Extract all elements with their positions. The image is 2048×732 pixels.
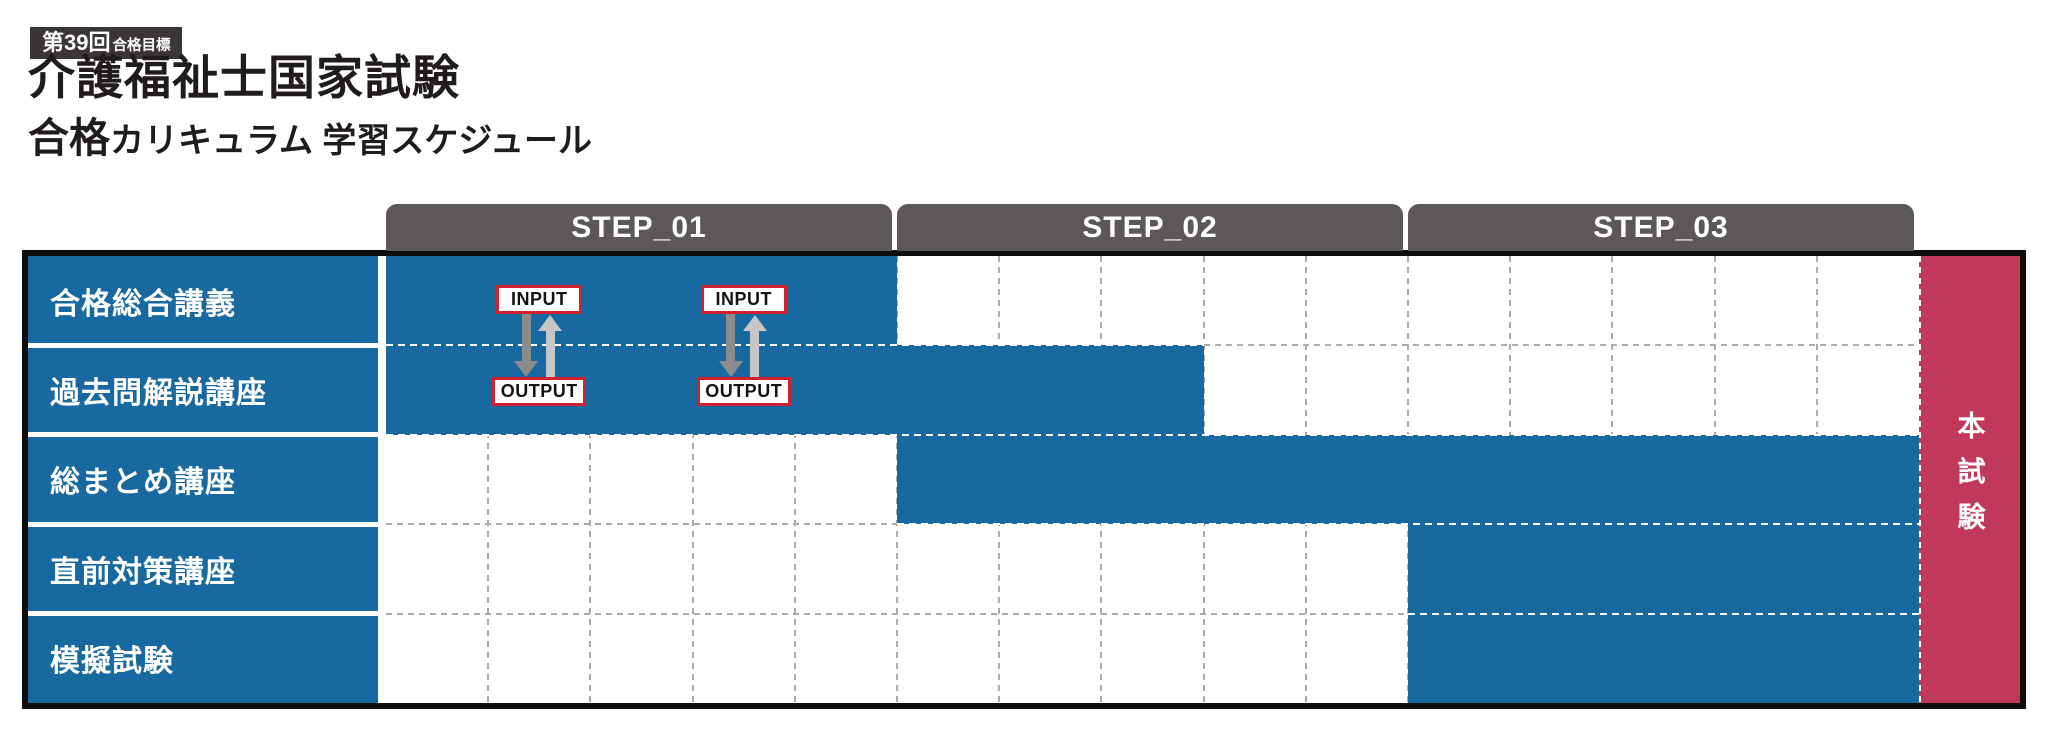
output-box-label: OUTPUT [500,381,578,401]
grid-line-v [691,256,694,703]
row-boundary-dash-gray [386,523,897,526]
grid-line-v [487,256,490,703]
row-boundary-dash-white [1408,612,1919,615]
arrow-down-icon [718,361,743,377]
input-box-label: INPUT [511,289,568,309]
row-label-text: 合格総合講義 [50,287,236,321]
step-header: STEP_01 [386,204,892,251]
exam-round-badge: 第39回 合格目標 [30,27,183,59]
grid-line-v [589,256,592,703]
row-label-separator [28,342,386,348]
input-box: INPUT [496,285,583,314]
subtitle-rest: カリキュラム 学習スケジュール [110,122,593,160]
row-label: 合格総合講義 [28,256,378,345]
gantt-bar [897,434,1919,525]
arrow-down-icon [514,361,539,377]
arrow-up-icon [742,315,767,331]
row-boundary-dash-white [386,433,1919,436]
input-box-label: INPUT [715,289,772,309]
row-label-column [28,256,378,703]
badge-goal-text: 合格目標 [112,38,171,54]
output-box: OUTPUT [492,377,587,406]
row-label-text: 総まとめ講座 [50,466,236,500]
row-label-text: 直前対策講座 [50,555,236,589]
row-label: 過去問解説講座 [28,345,378,434]
arrow-up-icon [750,331,760,377]
exam-column-label: 本試験 [1954,411,1986,548]
page-title: 介護福祉士国家試験 [28,51,460,104]
input-box: INPUT [700,285,787,314]
output-box-label: OUTPUT [705,381,783,401]
grid-line-v [793,256,796,703]
step-header-label: STEP_03 [1593,210,1729,244]
badge-round-text: 第39回 [42,30,111,55]
row-label-separator [28,611,386,617]
gantt-bar [1408,613,1919,703]
row-label-separator [28,432,386,438]
page-subtitle: 合格カリキュラム 学習スケジュール [28,110,592,167]
row-label: 模擬試験 [28,614,378,703]
row-label-text: 模擬試験 [50,645,174,679]
schedule-table: 合格総合講義過去問解説講座総まとめ講座直前対策講座模擬試験 本試験 INPUT OUT… [28,256,2020,703]
row-label-text: 過去問解説講座 [50,377,267,411]
step-header-label: STEP_01 [571,210,707,244]
step-header-label: STEP_02 [1082,210,1218,244]
subtitle-emphasis: 合格 [28,115,110,161]
gantt-bar [1408,524,1919,614]
row-boundary-dash-gray [1203,344,1919,347]
exam-column-dashed-edge [1919,256,1921,703]
row-label: 総まとめ講座 [28,435,378,524]
row-boundary-dash-gray [386,612,1408,615]
arrow-up-icon [538,315,563,331]
arrow-down-icon [726,314,736,361]
row-label-separator [28,521,386,527]
row-label: 直前対策講座 [28,524,378,613]
label-grid-separator [378,256,386,703]
exam-column: 本試験 [1919,256,2020,703]
output-box: OUTPUT [696,377,791,406]
gantt-bar [386,256,897,346]
row-boundary-dash-white [897,523,1919,526]
step-header: STEP_02 [897,204,1403,251]
row-boundary-dash-white [386,344,1204,347]
step-header: STEP_03 [1408,204,1914,251]
arrow-up-icon [545,331,555,377]
arrow-down-icon [521,314,531,361]
